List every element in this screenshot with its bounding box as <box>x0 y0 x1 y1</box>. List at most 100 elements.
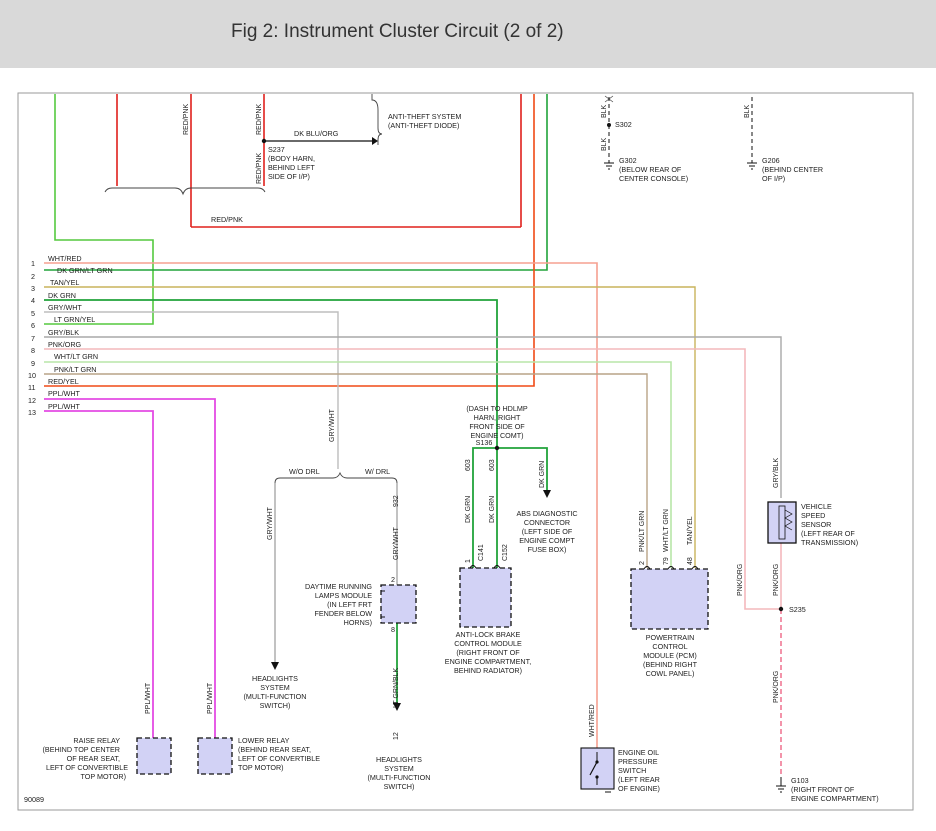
vss-coil-icon <box>778 505 786 540</box>
drl-section: GRY/WHT W/O DRL W/ DRL GRY/WHT 932 GRY/W… <box>244 408 431 791</box>
svg-text:4: 4 <box>31 296 35 305</box>
g103-text-3: ENGINE COMPARTMENT) <box>791 794 879 803</box>
drl-module-text-1: DAYTIME RUNNING <box>305 582 372 591</box>
relays-section: PPL/WHT PPL/WHT RAISE RELAY (BEHIND TOP … <box>43 682 321 781</box>
oil-switch-text-1: ENGINE OIL <box>618 748 659 757</box>
svg-text:6: 6 <box>31 321 35 330</box>
s237-text-3: BEHIND LEFT <box>268 163 315 172</box>
page-title: Fig 2: Instrument Cluster Circuit (2 of … <box>231 21 564 42</box>
raise-relay-text-1: RAISE RELAY <box>73 736 120 745</box>
label-pcm-pin-79: 79 <box>663 557 670 565</box>
abs-module-box <box>459 567 512 628</box>
svg-text:PPL/WHT: PPL/WHT <box>48 389 81 398</box>
svg-text:DK GRN: DK GRN <box>48 291 76 300</box>
vss-text-4: (LEFT REAR OF <box>801 529 855 538</box>
headlights-bottom-text-3: (MULTI-FUNCTION <box>368 773 431 782</box>
svg-text:5: 5 <box>31 309 35 318</box>
s235-text: S235 <box>789 605 806 614</box>
abs-section: (DASH TO HDLMP HARN, RIGHT FRONT SIDE OF… <box>445 404 578 675</box>
diagram-frame <box>17 92 914 811</box>
svg-text:GRY/BLK: GRY/BLK <box>48 328 79 337</box>
label-pcm-pin-48: 48 <box>687 557 694 565</box>
pcm-module-box <box>630 568 709 630</box>
label-pin-932: 932 <box>393 495 400 507</box>
abs-diag-text-1: ABS DIAGNOSTIC <box>516 509 577 518</box>
g103-text-1: G103 <box>791 776 809 785</box>
svg-text:11: 11 <box>28 383 35 392</box>
drl-module-text-5: HORNS) <box>344 618 372 627</box>
label-gry-blk: GRY/BLK <box>773 457 780 488</box>
svg-text:PNK/ORG: PNK/ORG <box>48 340 82 349</box>
label-wo-drl: W/O DRL <box>289 467 320 476</box>
label-gry-wht-right: GRY/WHT <box>393 526 400 560</box>
s136-text-1: (DASH TO HDLMP <box>466 404 527 413</box>
drl-module-box <box>380 584 417 624</box>
drl-module-text-4: FENDER BELOW <box>314 609 372 618</box>
abs-module-text-5: BEHIND RADIATOR) <box>454 666 522 675</box>
label-dk-grn-3: DK GRN <box>539 461 546 488</box>
g206-text-1: G206 <box>762 156 780 165</box>
label-pnk-org-3: PNK/ORG <box>773 671 780 703</box>
vss-text-3: SENSOR <box>801 520 831 529</box>
diagram-ref-number: 90089 <box>24 795 44 804</box>
pcm-text-3: MODULE (PCM) <box>643 651 697 660</box>
label-gry-wht-vert: GRY/WHT <box>329 408 336 442</box>
label-dk-blu-org: DK BLU/ORG <box>294 129 339 138</box>
abs-module-text-4: ENGINE COMPARTMENT, <box>445 657 531 666</box>
label-pnk-org-2: PNK/ORG <box>773 564 780 596</box>
svg-text:LT GRN/YEL: LT GRN/YEL <box>54 315 95 324</box>
g206-text-2: (BEHIND CENTER <box>762 165 823 174</box>
label-lt-grn-blk: LT GRN/BLK <box>393 667 400 708</box>
label-red-pnk-bottom: RED/PNK <box>211 215 243 224</box>
connector-wires <box>44 262 782 748</box>
svg-text:GRY/WHT: GRY/WHT <box>48 303 82 312</box>
svg-text:PPL/WHT: PPL/WHT <box>48 402 81 411</box>
label-drl-pin-8: 8 <box>391 625 395 634</box>
oil-switch-text-4: (LEFT REAR <box>618 775 660 784</box>
label-dk-grn-1: DK GRN <box>465 496 472 523</box>
connector-pin: 12 PPL/WHT <box>28 389 81 405</box>
abs-diag-text-2: CONNECTOR <box>524 518 570 527</box>
label-wht-red: WHT/RED <box>589 704 596 737</box>
pcm-section: PNK/LT GRN WHT/LT GRN TAN/YEL 2 79 48 PO… <box>630 509 709 678</box>
headlights-left-text-4: SWITCH) <box>260 701 291 710</box>
label-ppl-wht-1: PPL/WHT <box>145 682 152 714</box>
connector-pin: 6 LT GRN/YEL <box>31 315 95 330</box>
svg-text:TAN/YEL: TAN/YEL <box>50 278 79 287</box>
label-pnk-org-1: PNK/ORG <box>737 564 744 596</box>
label-ppl-wht-2: PPL/WHT <box>207 682 214 714</box>
drl-module-text-3: (IN LEFT FRT <box>327 600 372 609</box>
pcm-text-4: (BEHIND RIGHT <box>643 660 698 669</box>
headlights-bottom-text-1: HEADLIGHTS <box>376 755 422 764</box>
label-pin-12: 12 <box>393 732 400 740</box>
page-header: Fig 2: Instrument Cluster Circuit (2 of … <box>0 0 936 68</box>
headlights-left-text-2: SYSTEM <box>260 683 290 692</box>
svg-text:10: 10 <box>28 371 36 380</box>
top-labels: RED/PNK RED/PNK RED/PNK DK BLU/ORG ANTI-… <box>183 104 823 224</box>
label-603-2: 603 <box>489 459 496 471</box>
vss-section: GRY/BLK PNK/ORG PNK/ORG PNK/ORG S235 VEH… <box>737 457 879 803</box>
label-pcm-pin-2: 2 <box>639 561 646 565</box>
svg-text:RED/YEL: RED/YEL <box>48 377 79 386</box>
svg-text:2: 2 <box>31 272 35 281</box>
headlights-bottom-text-4: SWITCH) <box>384 782 415 791</box>
label-red-pnk-2: RED/PNK <box>256 104 263 135</box>
vss-text-1: VEHICLE <box>801 502 832 511</box>
svg-text:12: 12 <box>28 396 36 405</box>
s136-text-5: S136 <box>476 438 493 447</box>
connector-pin: 5 GRY/WHT <box>31 303 82 318</box>
label-drl-pin-2: 2 <box>391 575 395 584</box>
anti-theft-text-1: ANTI-THEFT SYSTEM <box>388 112 461 121</box>
oil-switch-text-3: SWITCH <box>618 766 646 775</box>
label-blk-3: BLK <box>744 104 751 118</box>
label-abs-pin-1: 1 <box>465 559 472 563</box>
label-c152: C152 <box>502 544 509 561</box>
raise-relay-text-4: LEFT OF CONVERTIBLE <box>46 763 128 772</box>
connector-pin: 2DK GRN/LT GRN <box>31 266 113 281</box>
